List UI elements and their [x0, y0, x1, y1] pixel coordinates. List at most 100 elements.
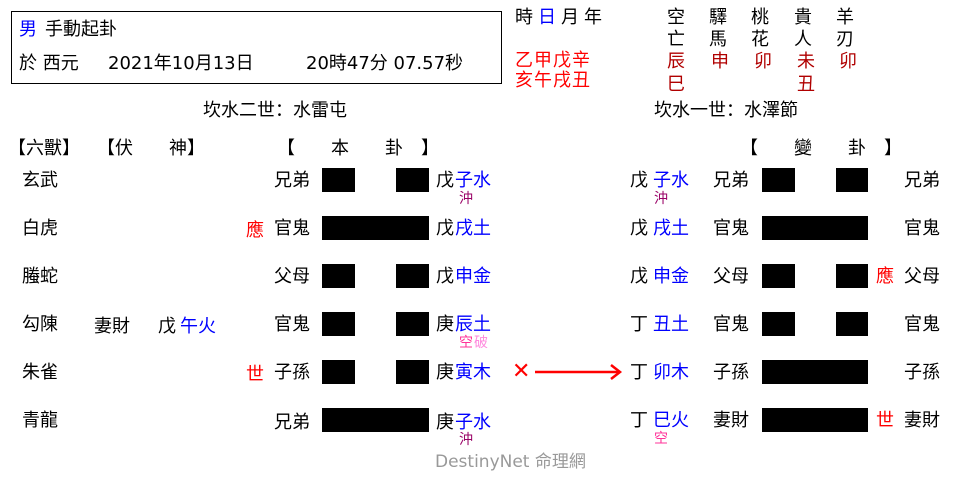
heavenly-stem: 庚	[436, 412, 454, 433]
heavenly-stem: 戊	[436, 266, 454, 287]
hidden-stem: 戊	[158, 316, 176, 337]
yin-line-right	[836, 264, 868, 288]
shensha-title: 貴	[794, 7, 812, 28]
main-hexagram-name: 坎水二世：水雷屯	[203, 100, 347, 121]
changed-branch: 巳火	[653, 410, 689, 431]
hidden-relation: 妻財	[94, 316, 130, 337]
changed-relation: 父母	[713, 266, 749, 287]
time-value: 20時47分 07.57秒	[306, 53, 464, 74]
shensha-title: 馬	[709, 29, 727, 50]
yin-line-right	[396, 168, 429, 192]
pillar-branches: 亥午戌丑	[515, 70, 591, 91]
earthly-branch: 子水	[455, 170, 491, 191]
ying-marker: 應	[876, 266, 894, 287]
earthly-branch: 申金	[455, 266, 491, 287]
shi-marker: 世	[876, 410, 894, 431]
changed-stem: 戊	[630, 218, 648, 239]
changed-stem: 戊	[630, 266, 648, 287]
changed-relation-right: 子孫	[904, 362, 940, 383]
earthly-branch: 寅木	[455, 362, 491, 383]
pillar-label-year: 年	[584, 7, 602, 28]
yin-line-left	[322, 312, 355, 336]
six-relation: 官鬼	[274, 314, 310, 335]
shi-marker: 世	[246, 364, 264, 385]
six-beast: 玄武	[22, 170, 58, 191]
changed-relation: 妻財	[713, 410, 749, 431]
moving-line-cross-icon: ✕	[512, 359, 531, 384]
changed-branch: 子水	[653, 170, 689, 191]
shensha-title: 刃	[836, 29, 854, 50]
po-note: 破	[474, 335, 488, 351]
heavenly-stem: 庚	[436, 362, 454, 383]
pillar-stems: 乙甲戊辛	[515, 50, 591, 71]
main-hexagram-header: 【 本 卦 】	[277, 138, 439, 159]
changed-branch: 丑土	[653, 314, 689, 335]
shensha-value: 巳	[667, 74, 685, 95]
shensha-title: 驛	[709, 7, 727, 28]
six-relation: 兄弟	[274, 412, 310, 433]
yin-line-right	[396, 264, 429, 288]
change-arrow-icon	[535, 364, 623, 380]
changed-hexagram-header: 【 變 卦 】	[740, 138, 902, 159]
date-value: 2021年10月13日	[108, 53, 254, 74]
yin-line-right	[836, 168, 868, 192]
hidden-spirit-header: 【伏 神】	[97, 138, 205, 159]
changed-stem: 戊	[630, 170, 648, 191]
earthly-branch: 子水	[455, 412, 491, 433]
six-relation: 父母	[274, 266, 310, 287]
yin-line-left	[762, 168, 795, 192]
yang-line	[762, 408, 868, 432]
changed-relation-right: 父母	[904, 266, 940, 287]
earthly-branch: 戌土	[455, 218, 491, 239]
six-beast: 白虎	[22, 218, 58, 239]
changed-stem: 丁	[630, 410, 648, 431]
heavenly-stem: 庚	[436, 314, 454, 335]
shensha-title: 空	[667, 7, 685, 28]
yin-line-right	[396, 312, 429, 336]
yang-line	[322, 408, 429, 432]
changed-relation: 官鬼	[713, 314, 749, 335]
kong-note: 空	[459, 335, 473, 351]
changed-branch: 申金	[653, 266, 689, 287]
yin-line-left	[322, 168, 355, 192]
changed-stem: 丁	[630, 362, 648, 383]
changed-relation-right: 兄弟	[904, 170, 940, 191]
chong-note: 沖	[459, 191, 473, 207]
yang-line	[762, 216, 868, 240]
method-label: 手動起卦	[45, 19, 117, 40]
gender-label: 男	[19, 19, 37, 40]
hidden-branch: 午火	[180, 316, 216, 337]
shensha-value: 卯	[839, 51, 857, 72]
shensha-title: 花	[751, 29, 769, 50]
watermark: DestinyNet 命理網	[435, 452, 586, 472]
yin-line-right	[836, 312, 868, 336]
changed-relation-right: 妻財	[904, 410, 940, 431]
yin-line-left	[322, 264, 355, 288]
shensha-value: 申	[711, 51, 729, 72]
chong-note: 沖	[459, 432, 473, 448]
shensha-value: 丑	[797, 74, 815, 95]
shensha-value: 辰	[667, 51, 685, 72]
changed-relation: 官鬼	[713, 218, 749, 239]
pillar-label-hour: 時	[515, 7, 533, 28]
pillar-label-day: 日	[538, 7, 556, 28]
six-beast: 螣蛇	[22, 266, 58, 287]
changed-relation-right: 官鬼	[904, 314, 940, 335]
changed-stem: 丁	[630, 314, 648, 335]
six-beasts-header: 【六獸】	[8, 138, 80, 159]
earthly-branch: 辰土	[455, 314, 491, 335]
yin-line-left	[322, 360, 355, 384]
divination-info-box: 男 手動起卦 於 西元 2021年10月13日 20時47分 07.57秒	[11, 11, 502, 84]
six-beast: 青龍	[22, 410, 58, 431]
chong-note: 沖	[654, 191, 668, 207]
six-beast: 勾陳	[22, 314, 58, 335]
shensha-value: 未	[797, 51, 815, 72]
changed-hexagram-name: 坎水一世：水澤節	[654, 100, 798, 121]
shensha-title: 羊	[836, 7, 854, 28]
shensha-value: 卯	[754, 51, 772, 72]
changed-branch: 戌土	[653, 218, 689, 239]
six-relation: 官鬼	[274, 218, 310, 239]
yin-line-right	[396, 360, 429, 384]
yang-line	[762, 360, 868, 384]
pillar-label-month: 月	[561, 7, 579, 28]
